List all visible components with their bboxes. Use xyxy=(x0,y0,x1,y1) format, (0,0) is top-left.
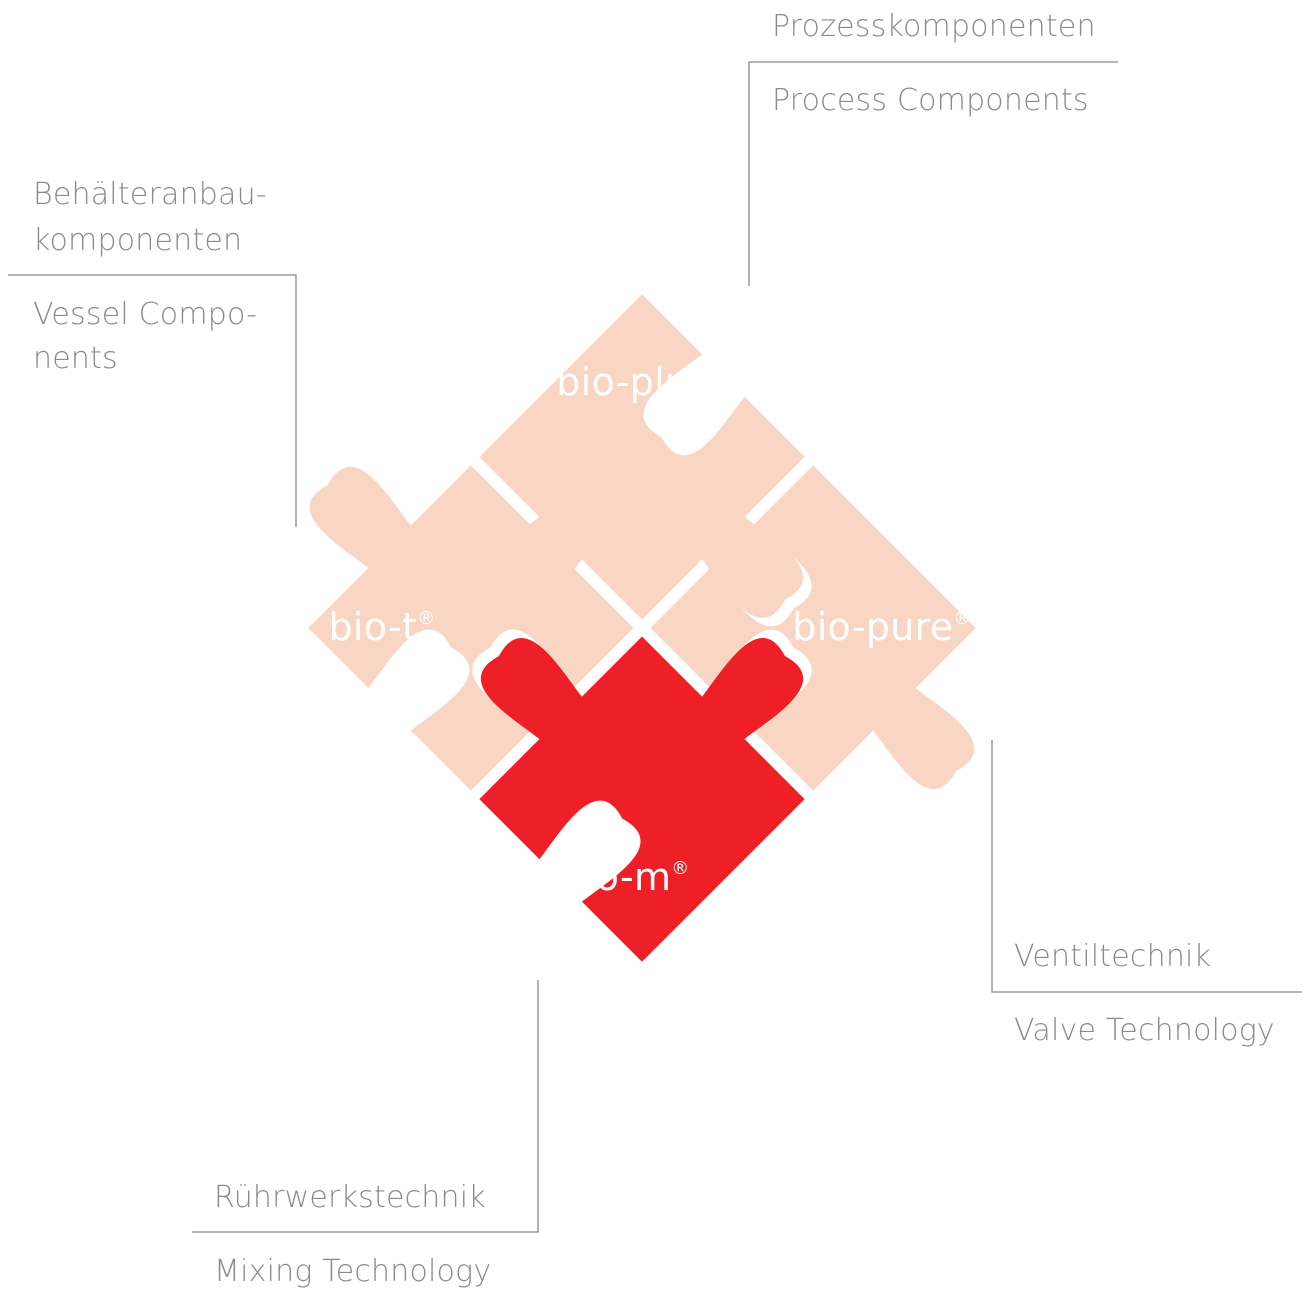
puzzle-piece-label-bio-t: bio-t® xyxy=(328,605,435,649)
label-vessel-de-line1: Behälteranbau- xyxy=(33,177,267,212)
leader-line-mixing xyxy=(192,980,539,1233)
label-valve-de: Ventiltechnik xyxy=(1014,939,1212,974)
puzzle-piece-label-bio-plus: bio-plus® xyxy=(556,360,728,404)
label-mixing-de: Rührwerkstechnik xyxy=(214,1180,486,1215)
leader-line-vessel xyxy=(8,274,297,527)
puzzle-piece-shape[interactable] xyxy=(416,294,868,746)
puzzle-piece-bio-m[interactable] xyxy=(416,510,868,962)
puzzle-piece-shape[interactable] xyxy=(245,402,634,791)
label-vessel-de-line2: komponenten xyxy=(33,223,243,258)
leader-line-valve xyxy=(991,740,1302,993)
puzzle-grid xyxy=(245,294,1039,962)
label-process-de: Prozesskomponenten xyxy=(772,9,1096,44)
puzzle-piece-bio-plus[interactable] xyxy=(416,294,868,746)
label-vessel-en-line2: nents xyxy=(33,341,118,376)
label-process-en: Process Components xyxy=(772,83,1089,118)
puzzle-piece-label-bio-m: bio-m® xyxy=(560,855,689,899)
puzzle-piece-bio-pure[interactable] xyxy=(650,465,1039,854)
label-valve-en: Valve Technology xyxy=(1014,1013,1275,1048)
leader-line-process xyxy=(748,61,1118,286)
puzzle-pieces: bio-plus® bio-t® bio-pure® bio-m® xyxy=(245,294,1039,962)
puzzle-piece-label-bio-pure: bio-pure® xyxy=(792,605,971,649)
puzzle-piece-bio-t[interactable] xyxy=(245,402,634,791)
leader-lines xyxy=(8,61,1302,1233)
label-vessel-en-line1: Vessel Compo- xyxy=(33,297,258,332)
label-mixing-en: Mixing Technology xyxy=(214,1254,492,1289)
puzzle-piece-shape[interactable] xyxy=(650,465,1039,854)
puzzle-piece-shape[interactable] xyxy=(416,510,868,962)
